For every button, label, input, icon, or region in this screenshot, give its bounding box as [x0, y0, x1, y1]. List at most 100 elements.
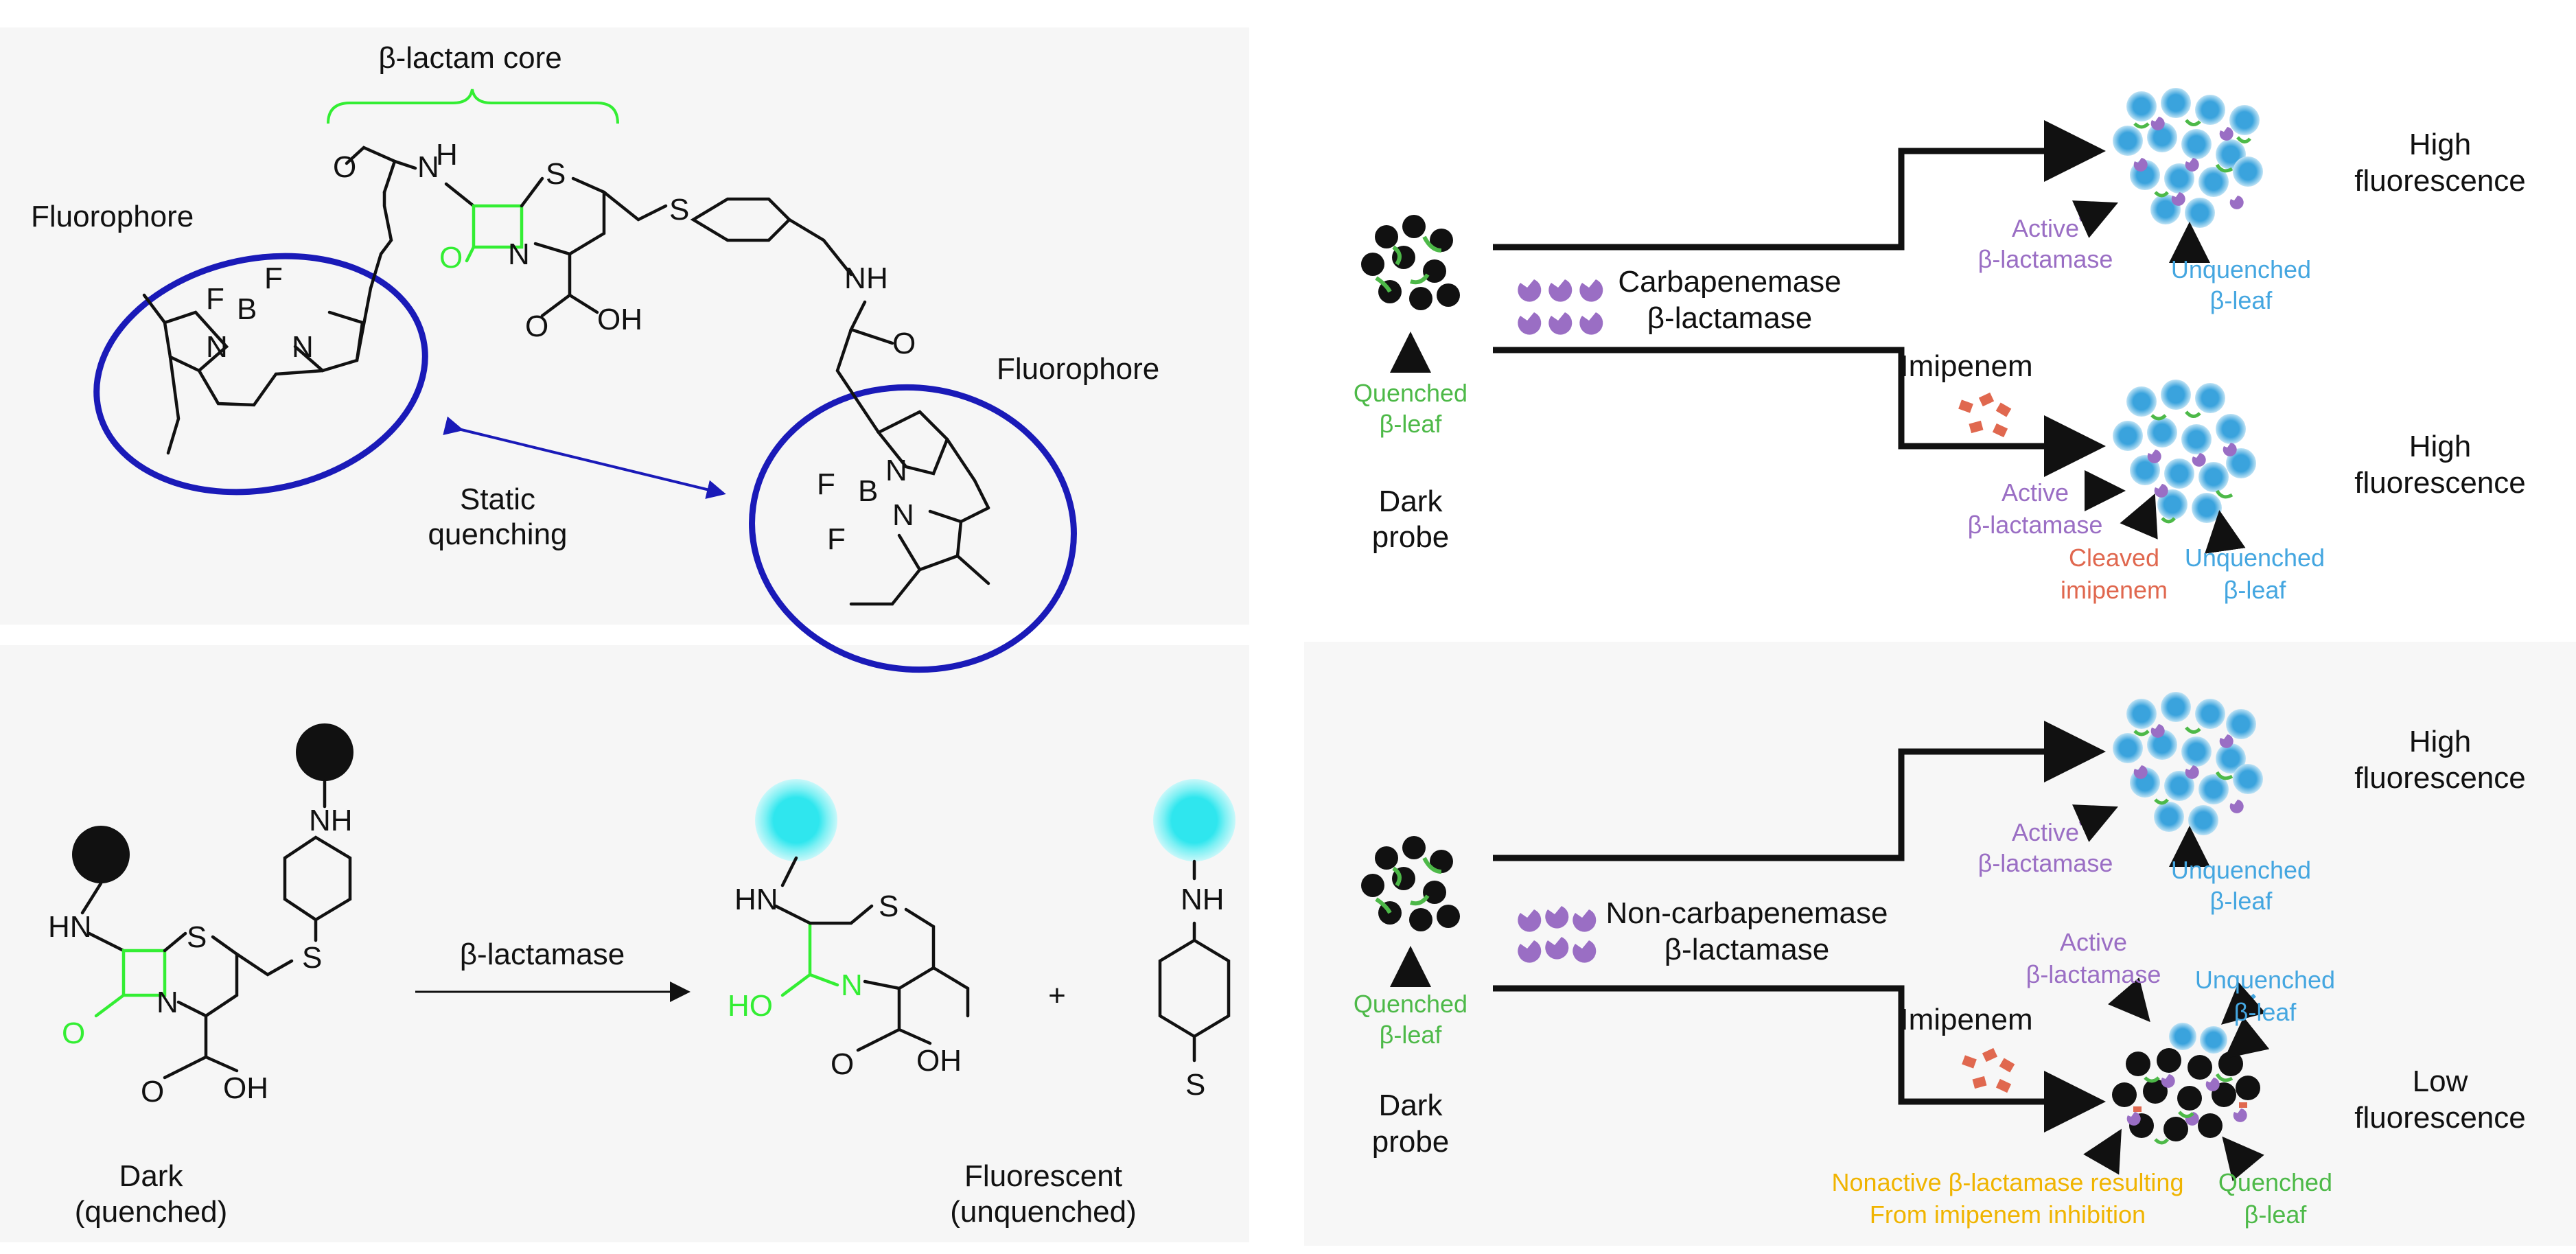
- unquenched-top2-line2: β-leaf: [2224, 576, 2287, 604]
- fluorophore-right-ring: [749, 384, 1077, 673]
- thiophenol-product: NH S: [1158, 859, 1231, 1102]
- unquenched-cluster-bottom: [2113, 692, 2263, 835]
- fluorophore-dot-1: [755, 779, 837, 861]
- svg-text:OH: OH: [916, 1044, 962, 1078]
- dark-line1: Dark: [119, 1159, 184, 1193]
- unquenched-cluster-top2: [2113, 380, 2256, 524]
- svg-text:F: F: [827, 522, 846, 556]
- cleaved-line1: Cleaved: [2069, 544, 2159, 572]
- noncarbapenemase-icons: [1518, 906, 1597, 963]
- probe-top-line1: Dark: [1379, 485, 1443, 518]
- outcome-bottom2-line2: fluorescence: [2354, 1101, 2525, 1135]
- core-brace: [327, 89, 619, 124]
- top-left-structure: β-lactam core Fluorophore Fluorophore St…: [31, 41, 1159, 673]
- svg-text:F: F: [206, 282, 224, 316]
- svg-text:N: N: [508, 237, 530, 271]
- active-bottom2-line2: β-lactamase: [2026, 960, 2161, 988]
- active-top1-line2: β-lactamase: [1978, 245, 2113, 273]
- probe-bottom-line2: probe: [1372, 1125, 1450, 1159]
- svg-text:F: F: [817, 467, 835, 501]
- outcome-bottom2-line1: Low: [2413, 1065, 2468, 1098]
- svg-text:S: S: [302, 941, 322, 975]
- svg-text:O: O: [62, 1017, 85, 1050]
- fluorophore-right-label: Fluorophore: [997, 352, 1159, 386]
- dark-line2: (quenched): [75, 1195, 228, 1229]
- unquenched-top1-line1: Unquenched: [2171, 255, 2311, 283]
- left-bodipy: N N B F F: [142, 190, 393, 455]
- svg-text:OH: OH: [223, 1071, 268, 1105]
- svg-text:HN: HN: [48, 910, 92, 944]
- unquenched-top2-line1: Unquenched: [2185, 544, 2325, 572]
- quenching-line2: quenching: [428, 518, 567, 551]
- bottom-right-scheme: Quenched β-leaf Dark probe Non-carbapene…: [1354, 692, 2526, 1229]
- svg-text:N: N: [417, 150, 439, 184]
- nonactive-line2: From imipenem inhibition: [1870, 1200, 2146, 1229]
- imipenem-bottom-label: Imipenem: [1900, 1003, 2032, 1036]
- imipenem-icon-top: [1958, 392, 2012, 438]
- probe-top-line2: probe: [1372, 520, 1450, 554]
- carbapenemase-line1: Carbapenemase: [1618, 265, 1841, 299]
- right-bodipy: N N B F F: [817, 410, 990, 606]
- svg-text:H: H: [866, 262, 888, 295]
- noncarbapenemase-line1: Non-carbapenemase: [1606, 896, 1888, 930]
- svg-text:N: N: [206, 330, 228, 364]
- unquenched-top1-line2: β-leaf: [2210, 286, 2273, 314]
- svg-text:S: S: [669, 193, 689, 227]
- flow-top-lower: [1493, 347, 2106, 477]
- outcome-top1-line1: High: [2409, 128, 2472, 161]
- plus-sign: +: [1048, 979, 1066, 1012]
- svg-text:N: N: [844, 262, 866, 295]
- core-cephalosporin: O N H O N S O OH S N H O: [333, 138, 916, 434]
- svg-text:OH: OH: [597, 303, 642, 336]
- quenched-cluster-bottom: [2112, 1023, 2260, 1145]
- carbapenemase-line2: β-lactamase: [1647, 301, 1813, 335]
- quenching-arrow: [443, 416, 726, 499]
- svg-text:S: S: [187, 920, 207, 954]
- svg-text:N: N: [885, 454, 907, 487]
- unquenched-bottom1-line1: Unquenched: [2171, 856, 2311, 884]
- carbapenemase-icons: [1518, 279, 1603, 335]
- svg-text:HN: HN: [734, 883, 778, 916]
- fluorophore-left-label: Fluorophore: [31, 200, 194, 233]
- active-bottom1-line1: Active: [2012, 818, 2079, 846]
- quenched-bottom2-line1: Quenched: [2218, 1168, 2332, 1196]
- quencher-dot-2: [296, 723, 353, 781]
- svg-text:N: N: [841, 968, 863, 1002]
- outcome-bottom1-line2: fluorescence: [2354, 761, 2525, 795]
- beta-lactam-core-label: β-lactam core: [378, 41, 561, 75]
- svg-text:B: B: [237, 292, 257, 326]
- svg-text:O: O: [831, 1047, 854, 1081]
- noncarbapenemase-line2: β-lactamase: [1664, 933, 1830, 966]
- svg-text:O: O: [892, 327, 916, 360]
- svg-text:H: H: [436, 138, 458, 172]
- svg-text:O: O: [333, 150, 356, 184]
- svg-text:O: O: [141, 1075, 164, 1108]
- flow-top-upper: [1493, 120, 2106, 251]
- active-bottom1-line2: β-lactamase: [1978, 849, 2113, 877]
- svg-text:O: O: [525, 310, 548, 343]
- outcome-top2-line1: High: [2409, 430, 2472, 463]
- svg-text:O: O: [439, 241, 463, 275]
- quenched-top-line2: β-leaf: [1380, 410, 1443, 438]
- svg-text:S: S: [546, 157, 566, 191]
- quenched-bottom-line2: β-leaf: [1380, 1021, 1443, 1049]
- fluorescent-line1: Fluorescent: [964, 1159, 1122, 1193]
- panel-top-right: [1304, 48, 2576, 625]
- svg-text:B: B: [858, 474, 878, 508]
- active-top1-line1: Active: [2012, 214, 2079, 242]
- svg-text:N: N: [892, 498, 914, 532]
- svg-text:F: F: [264, 262, 283, 295]
- dark-probe-cluster-bottom: [1361, 836, 1460, 931]
- cleaved-line2: imipenem: [2061, 576, 2168, 604]
- unquenched-cluster-top1: [2113, 88, 2263, 228]
- unquenched-bottom1-line2: β-leaf: [2210, 887, 2273, 915]
- nonactive-line1: Nonactive β-lactamase resulting: [1832, 1168, 2184, 1196]
- fluorophore-dot-2: [1153, 779, 1235, 861]
- quenched-bottom-line1: Quenched: [1354, 990, 1467, 1018]
- quencher-dot-1: [72, 826, 130, 883]
- fluorescent-product: HN HO N S O OH: [728, 779, 1235, 1081]
- svg-text:S: S: [879, 890, 898, 923]
- active-top2-line1: Active: [2001, 478, 2069, 507]
- imipenem-top-label: Imipenem: [1900, 349, 2032, 383]
- flow-bottom-upper: [1493, 721, 2106, 861]
